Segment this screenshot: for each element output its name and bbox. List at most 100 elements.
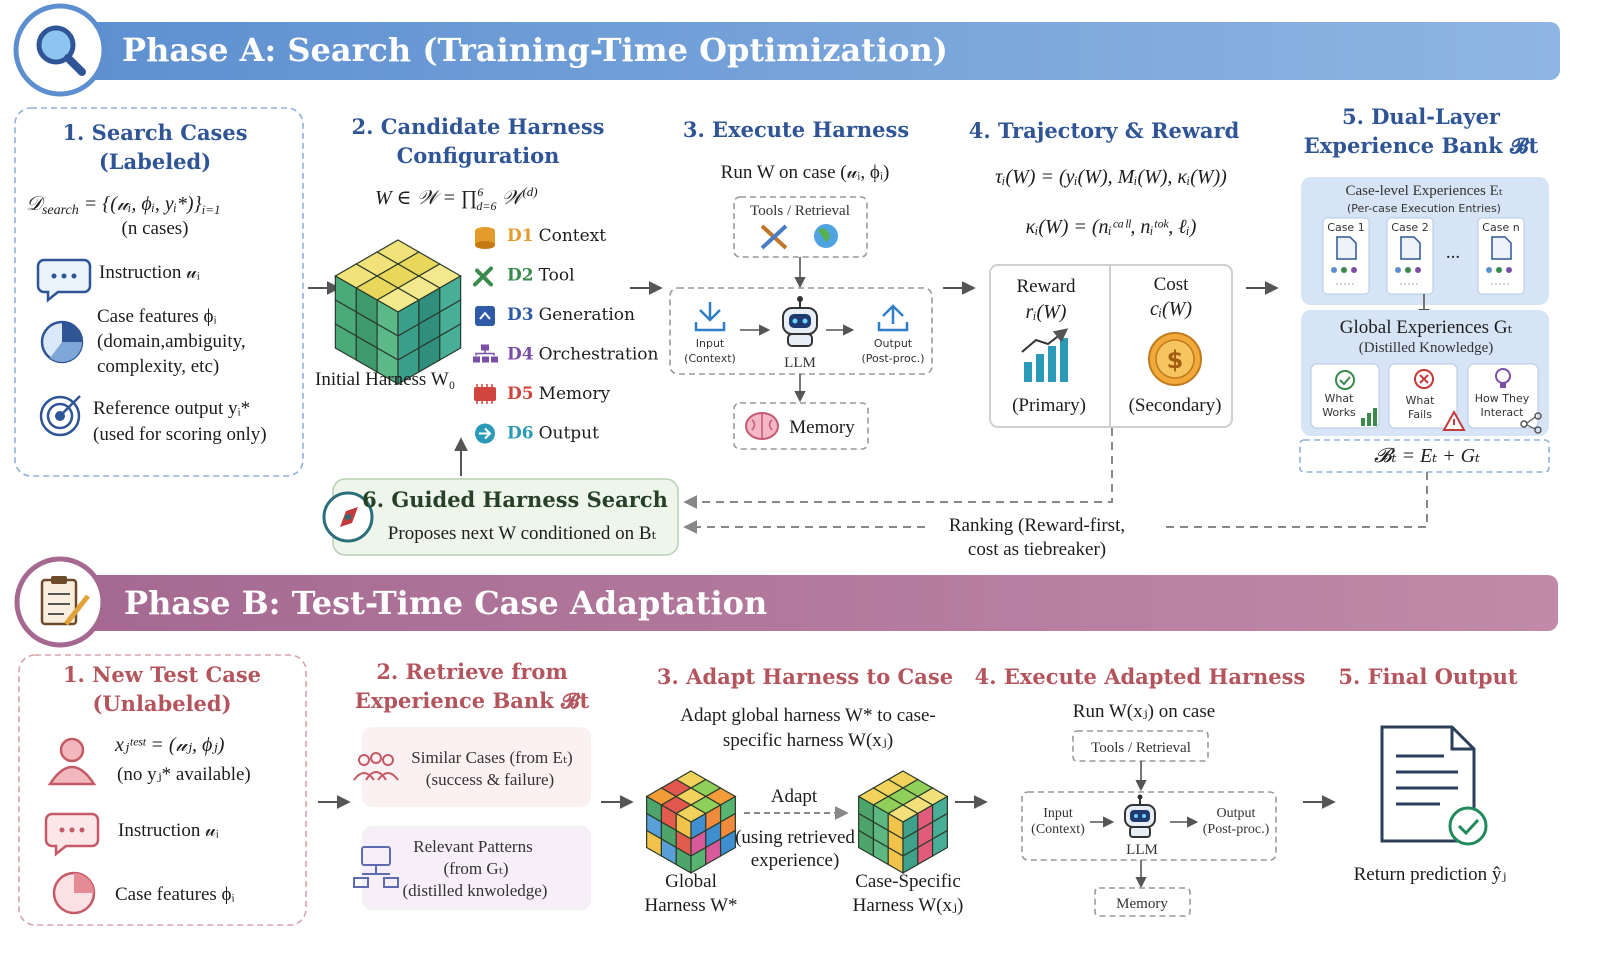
- b3-desc-1: Adapt global harness W* to case-: [680, 705, 936, 726]
- b1-features: Case features ϕᵢ: [115, 884, 235, 905]
- network-monitor-icon: [353, 846, 399, 888]
- a1-formula: 𝒟search = {(𝓊ᵢ, ϕᵢ, yᵢ*)}i=1: [26, 193, 221, 218]
- ranking-2: cost as tiebreaker): [968, 539, 1106, 560]
- a1-title-2: (Labeled): [99, 149, 211, 174]
- dimension-code: D3: [507, 305, 534, 325]
- a5-global-sub: (Distilled Knowledge): [1359, 340, 1494, 356]
- b3-specific-1: Case-Specific: [855, 871, 961, 892]
- b4-input-2: (Context): [1031, 822, 1085, 837]
- dimension-name: Generation: [539, 305, 635, 325]
- robot-llm-icon: [1124, 794, 1156, 838]
- dimension-name: Tool: [539, 266, 575, 286]
- a3-tools-label: Tools / Retrieval: [750, 203, 850, 219]
- chat-icon: [44, 812, 100, 857]
- a5-dots: ...: [1446, 242, 1460, 263]
- a1-title-1: 1. Search Cases: [62, 120, 247, 145]
- a4-reward-1: Reward: [1016, 276, 1076, 297]
- a5-what-works-2: Works: [1322, 406, 1356, 419]
- wrench-icon: [473, 266, 493, 287]
- b2-relevant-1: Relevant Patterns: [413, 837, 532, 856]
- robot-llm-icon: [782, 296, 818, 347]
- user-icon: [47, 737, 97, 786]
- b2-title-2: Experience Bank 𝓑t: [355, 688, 590, 713]
- a4-cost-1: Cost: [1154, 274, 1190, 295]
- b1-title-1: 1. New Test Case: [63, 662, 261, 687]
- a3-output-1: Output: [874, 337, 913, 350]
- a6-sub: Proposes next W conditioned on Bₜ: [388, 523, 657, 544]
- b3-specific-2: Harness W(xⱼ): [853, 895, 964, 916]
- ranking-1: Ranking (Reward-first,: [949, 515, 1125, 536]
- a4-trajectory-reward: 4. Trajectory & Reward τᵢ(W) = (yᵢ(W), M…: [969, 118, 1240, 428]
- a4-kappa: κᵢ(W) = (nᵢᶜᵃˡˡ, nᵢᵗᵒᵏ, ℓᵢ): [1026, 216, 1197, 238]
- a5-case-cards: Case 1 Case 2 Case n: [1322, 217, 1525, 295]
- a2-initial-harness: Initial Harness W₀: [315, 369, 455, 390]
- b4-input-1: Input: [1043, 806, 1073, 821]
- bar-growth-icon: [1021, 328, 1069, 382]
- a1-features-1: Case features ϕᵢ: [97, 306, 217, 327]
- a5-case-level: Case-level Experiences Eₜ: [1346, 183, 1503, 199]
- dimension-code: D5: [507, 384, 534, 404]
- b4-tools: Tools / Retrieval: [1091, 740, 1191, 756]
- b5-return: Return prediction ŷⱼ: [1354, 864, 1507, 885]
- a3-input-2: (Context): [684, 352, 736, 365]
- global-cube-icon: [645, 770, 737, 875]
- a-feedback-lines: Ranking (Reward-first, cost as tiebreake…: [683, 428, 1428, 560]
- check-circle-icon: [1335, 370, 1355, 390]
- target-icon: [39, 395, 81, 437]
- phase-a-title: Phase A: Search (Training-Time Optimizat…: [122, 31, 948, 69]
- b3-title: 3. Adapt Harness to Case: [657, 664, 953, 689]
- b5-final-output: 5. Final Output Return prediction ŷⱼ: [1338, 664, 1517, 885]
- dimension-code: D2: [507, 266, 534, 286]
- a1-features-2: (domain,ambiguity,: [97, 331, 246, 352]
- case-card-label: Case 2: [1391, 221, 1428, 234]
- a4-reward-2: rᵢ(W): [1026, 301, 1067, 323]
- a6-guided-search: 6. Guided Harness Search Proposes next W…: [322, 437, 679, 556]
- a3-title: 3. Execute Harness: [683, 117, 909, 142]
- phase-a-banner: Phase A: Search (Training-Time Optimizat…: [13, 3, 1560, 97]
- b1-x2: (no yⱼ* available): [117, 764, 251, 785]
- phase-b-banner: Phase B: Test-Time Case Adaptation: [14, 556, 1558, 648]
- a1-search-cases: 1. Search Cases (Labeled) 𝒟search = {(𝓊ᵢ…: [14, 107, 304, 477]
- b3-adapt: Adapt: [771, 786, 818, 807]
- dimension-name: Context: [539, 226, 607, 246]
- output-icon: [877, 304, 909, 332]
- b4-title: 4. Execute Adapted Harness: [975, 664, 1306, 689]
- b4-output-2: (Post-proc.): [1203, 822, 1270, 837]
- dimension-code: D6: [507, 424, 534, 444]
- a6-title: 6. Guided Harness Search: [362, 487, 668, 512]
- a1-instruction: Instruction 𝓊ᵢ: [99, 262, 200, 283]
- pie-chart-icon: [52, 871, 96, 915]
- a3-llm: LLM: [784, 355, 816, 371]
- a3-output-2: (Post-proc.): [861, 352, 924, 365]
- b2-title-1: 2. Retrieve from: [376, 659, 567, 684]
- magnifier-icon: [36, 25, 86, 76]
- b4-memory: Memory: [1116, 896, 1168, 912]
- b3-global-1: Global: [665, 871, 717, 892]
- a5-bt: 𝓑ₜ = Eₜ + Gₜ: [1374, 445, 1480, 467]
- globe-icon: [814, 224, 838, 248]
- a1-ncases: (n cases): [122, 218, 189, 239]
- b1-x1: xⱼᵗᵉˢᵗ = (𝓊ⱼ, ϕⱼ): [114, 734, 225, 756]
- memory-chip-icon: [474, 384, 496, 404]
- case-card-label: Case 1: [1327, 221, 1364, 234]
- org-chart-icon: [473, 344, 498, 363]
- network-icon: [1520, 412, 1542, 434]
- b3-global-2: Harness W*: [644, 895, 737, 916]
- a4-primary: (Primary): [1012, 395, 1086, 416]
- case-card: Case n: [1477, 217, 1525, 295]
- b4-output-1: Output: [1217, 806, 1256, 821]
- a1-reference-2: (used for scoring only): [93, 424, 267, 445]
- b3-using-2: experience): [751, 850, 840, 871]
- dimension-name: Memory: [539, 384, 611, 404]
- a4-tau: τᵢ(W) = (yᵢ(W), Mᵢ(W), κᵢ(W)): [995, 166, 1227, 188]
- a1-reference-1: Reference output yᵢ*: [93, 398, 250, 419]
- b1-new-test-case: 1. New Test Case (Unlabeled) xⱼᵗᵉˢᵗ = (𝓊…: [18, 654, 307, 926]
- a5-case-sub: (Per-case Execution Entries): [1347, 202, 1501, 215]
- a1-features-3: complexity, etc): [97, 356, 219, 377]
- b4-run: Run W(xⱼ) on case: [1073, 701, 1215, 722]
- dimension-name: Output: [539, 424, 600, 444]
